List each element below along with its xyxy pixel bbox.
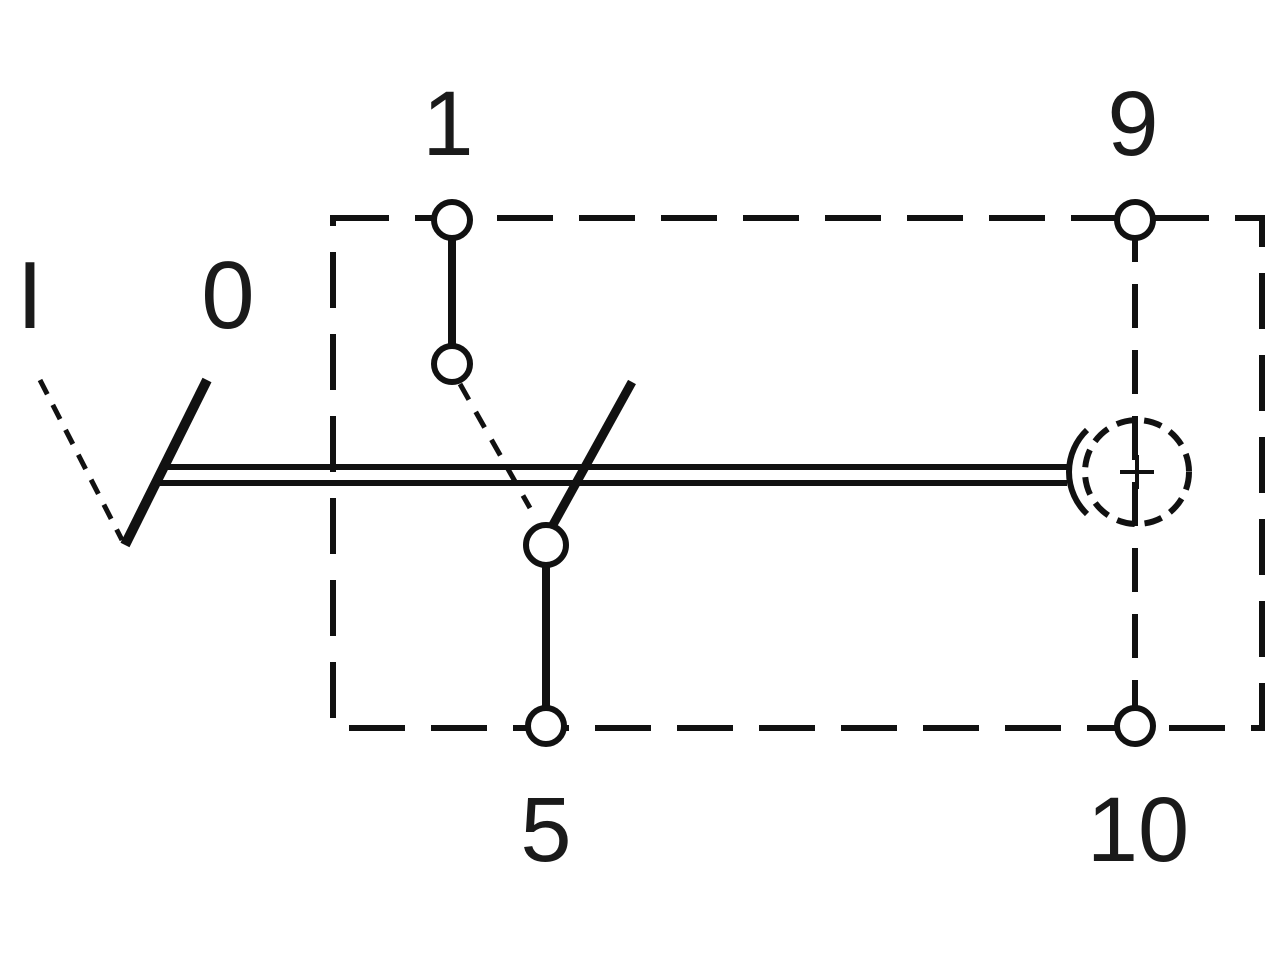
- terminal-5: [525, 705, 567, 747]
- terminal-label-9: 9: [1107, 73, 1159, 175]
- terminal-label-10: 10: [1086, 779, 1190, 881]
- terminal-label-1: 1: [422, 73, 474, 175]
- rocker-dashed-arm: [37, 378, 125, 542]
- terminal-10: [1114, 705, 1156, 747]
- terminal-1: [431, 199, 473, 241]
- alternate-contact-dashed: [457, 382, 533, 510]
- enclosure-dashed-box: [330, 215, 1265, 731]
- position-label-off: 0: [201, 242, 255, 349]
- terminal-9: [1114, 199, 1156, 241]
- rocker-switch-icon: [120, 377, 212, 548]
- lamp-icon: [1066, 417, 1192, 527]
- contact-point-upper: [431, 343, 473, 385]
- position-label-on: I: [16, 242, 44, 349]
- contact-point-common: [523, 522, 569, 568]
- switch-blade: [545, 379, 636, 535]
- terminal-label-5: 5: [520, 779, 572, 881]
